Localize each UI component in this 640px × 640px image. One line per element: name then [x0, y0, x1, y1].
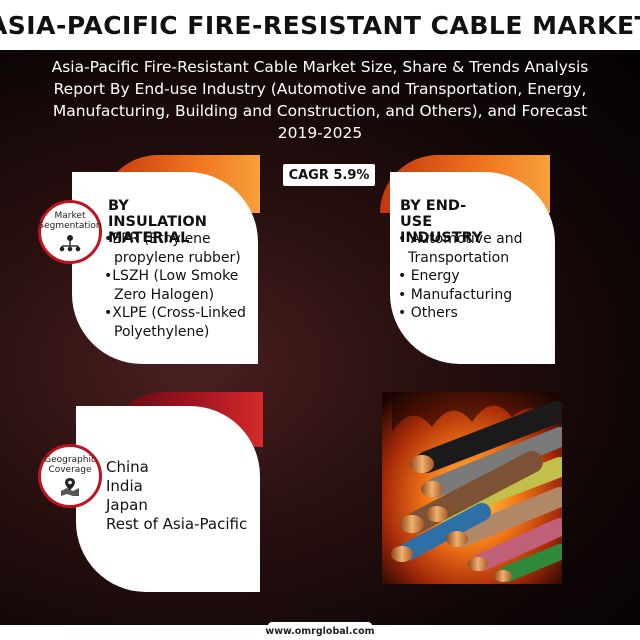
cagr-badge: CAGR 5.9%: [283, 164, 375, 186]
fire-cables-illustration: [382, 392, 562, 584]
list-item: • Automotive and: [398, 231, 523, 247]
list-item: Zero Halogen): [114, 286, 215, 303]
list-item: • Others: [398, 305, 458, 321]
list-item: Rest of Asia-Pacific: [106, 515, 248, 533]
subtitle-line: Asia-Pacific Fire-Resistant Cable Market…: [51, 58, 589, 76]
subtitle-line: Report By End-use Industry (Automotive a…: [53, 80, 587, 98]
list-item: • Energy: [398, 268, 460, 284]
list-item: Polyethylene): [114, 323, 210, 340]
list-item: •XLPE (Cross-Linked: [104, 305, 246, 321]
badge-label: Segmentation: [38, 221, 102, 231]
badge-label: Coverage: [48, 465, 92, 475]
title-bar: ASIA-PACIFIC FIRE-RESISTANT CABLE MARKET: [0, 0, 640, 50]
subtitle: Asia-Pacific Fire-Resistant Cable Market…: [10, 56, 630, 144]
insulation-list: •EPR (Ethylene propylene rubber) •LSZH (…: [104, 230, 246, 341]
footer-site: www.omrglobal.com: [265, 622, 375, 640]
end-use-list: • Automotive and Transportation • Energy…: [398, 230, 522, 323]
page-title: ASIA-PACIFIC FIRE-RESISTANT CABLE MARKET: [0, 10, 640, 40]
map-pin-icon: [61, 478, 79, 496]
heading-line: BY END-USE: [400, 198, 467, 230]
geography-badge: Geographic Coverage: [38, 444, 102, 508]
insulation-heading: BY INSULATION MATERIAL: [108, 198, 207, 246]
list-item: China: [106, 458, 149, 476]
subtitle-line: 2019-2025: [277, 124, 363, 142]
heading-line: MATERIAL: [108, 230, 190, 246]
list-item: Japan: [106, 496, 148, 514]
segmentation-badge: Market Segmentation: [38, 200, 102, 264]
subtitle-line: Manufacturing, Building and Construction…: [52, 102, 588, 120]
badge-label: Market: [54, 211, 86, 221]
list-item: •EPR (Ethylene: [104, 231, 211, 247]
geography-list: China India Japan Rest of Asia-Pacific: [106, 458, 247, 534]
list-item: Transportation: [408, 249, 510, 266]
list-item: • Manufacturing: [398, 286, 513, 303]
card-panel: [76, 406, 260, 592]
heading-line: BY INSULATION: [108, 198, 207, 230]
cable-image: [382, 392, 562, 584]
badge-label: Geographic: [44, 455, 96, 465]
card-panel: [72, 172, 258, 364]
card-panel: [390, 172, 555, 364]
list-item: India: [106, 477, 143, 495]
heading-line: INDUSTRY: [400, 230, 483, 246]
segmentation-network-icon: [59, 235, 81, 252]
list-item: •LSZH (Low Smoke: [104, 268, 239, 284]
list-item: propylene rubber): [114, 249, 241, 266]
end-use-heading: BY END-USE INDUSTRY: [400, 198, 483, 246]
